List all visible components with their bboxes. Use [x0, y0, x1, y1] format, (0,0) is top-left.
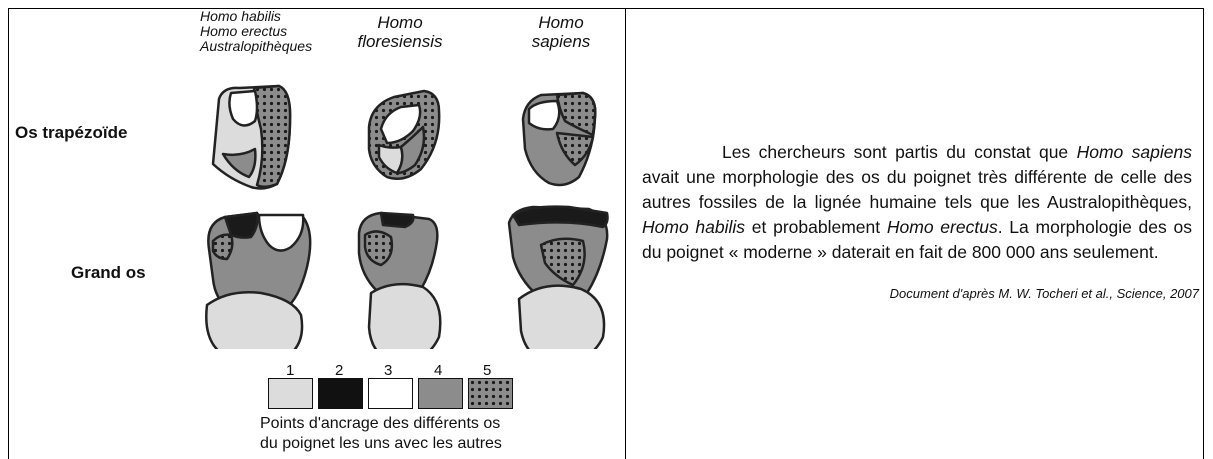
column-divider: [625, 8, 626, 459]
legend-number: 2: [335, 362, 343, 379]
species-name: Homo erectus: [887, 217, 998, 237]
blank-area: [53, 345, 205, 451]
legend-number: 3: [384, 362, 392, 379]
legend-caption-line: Points d'ancrage des différents os: [260, 414, 502, 434]
legend-swatch-5: [468, 378, 513, 409]
wrist-bones-figure: Homo habilis Homo erectus Australopithèq…: [9, 9, 625, 459]
legend-number: 5: [483, 362, 491, 379]
capitate-sapiens-bone: [509, 207, 608, 349]
trapezoid-archaic-bone: [213, 86, 290, 188]
capitate-floresiensis-bone: [359, 213, 440, 349]
species-name: Homo sapiens: [1077, 142, 1192, 162]
capitate-archaic-bone: [206, 213, 310, 349]
trapezoid-sapiens-bone: [523, 93, 595, 185]
trapezoid-floresiensis-bone: [369, 91, 439, 179]
text-run: avait une morphologie des os du poignet …: [642, 167, 1192, 212]
body-text: Les chercheurs sont partis du constat qu…: [642, 140, 1192, 265]
text-run: et probablement: [745, 217, 887, 237]
source-citation: Document d'après M. W. Tocheri et al., S…: [890, 286, 1199, 301]
legend-swatch-2: [318, 378, 363, 409]
legend-caption-line: du poignet les uns avec les autres: [260, 434, 502, 454]
legend-swatch-3: [368, 378, 413, 409]
text-run: Les chercheurs sont partis du constat qu…: [722, 142, 1077, 162]
body-paragraph: Les chercheurs sont partis du constat qu…: [642, 140, 1192, 265]
legend-swatch-4: [418, 378, 463, 409]
legend-number: 4: [434, 362, 442, 379]
legend-caption: Points d'ancrage des différents os du po…: [260, 414, 502, 454]
legend-swatch-1: [268, 378, 313, 409]
legend-number: 1: [286, 362, 294, 379]
bone-drawings: [9, 9, 625, 349]
species-name: Homo habilis: [642, 217, 745, 237]
